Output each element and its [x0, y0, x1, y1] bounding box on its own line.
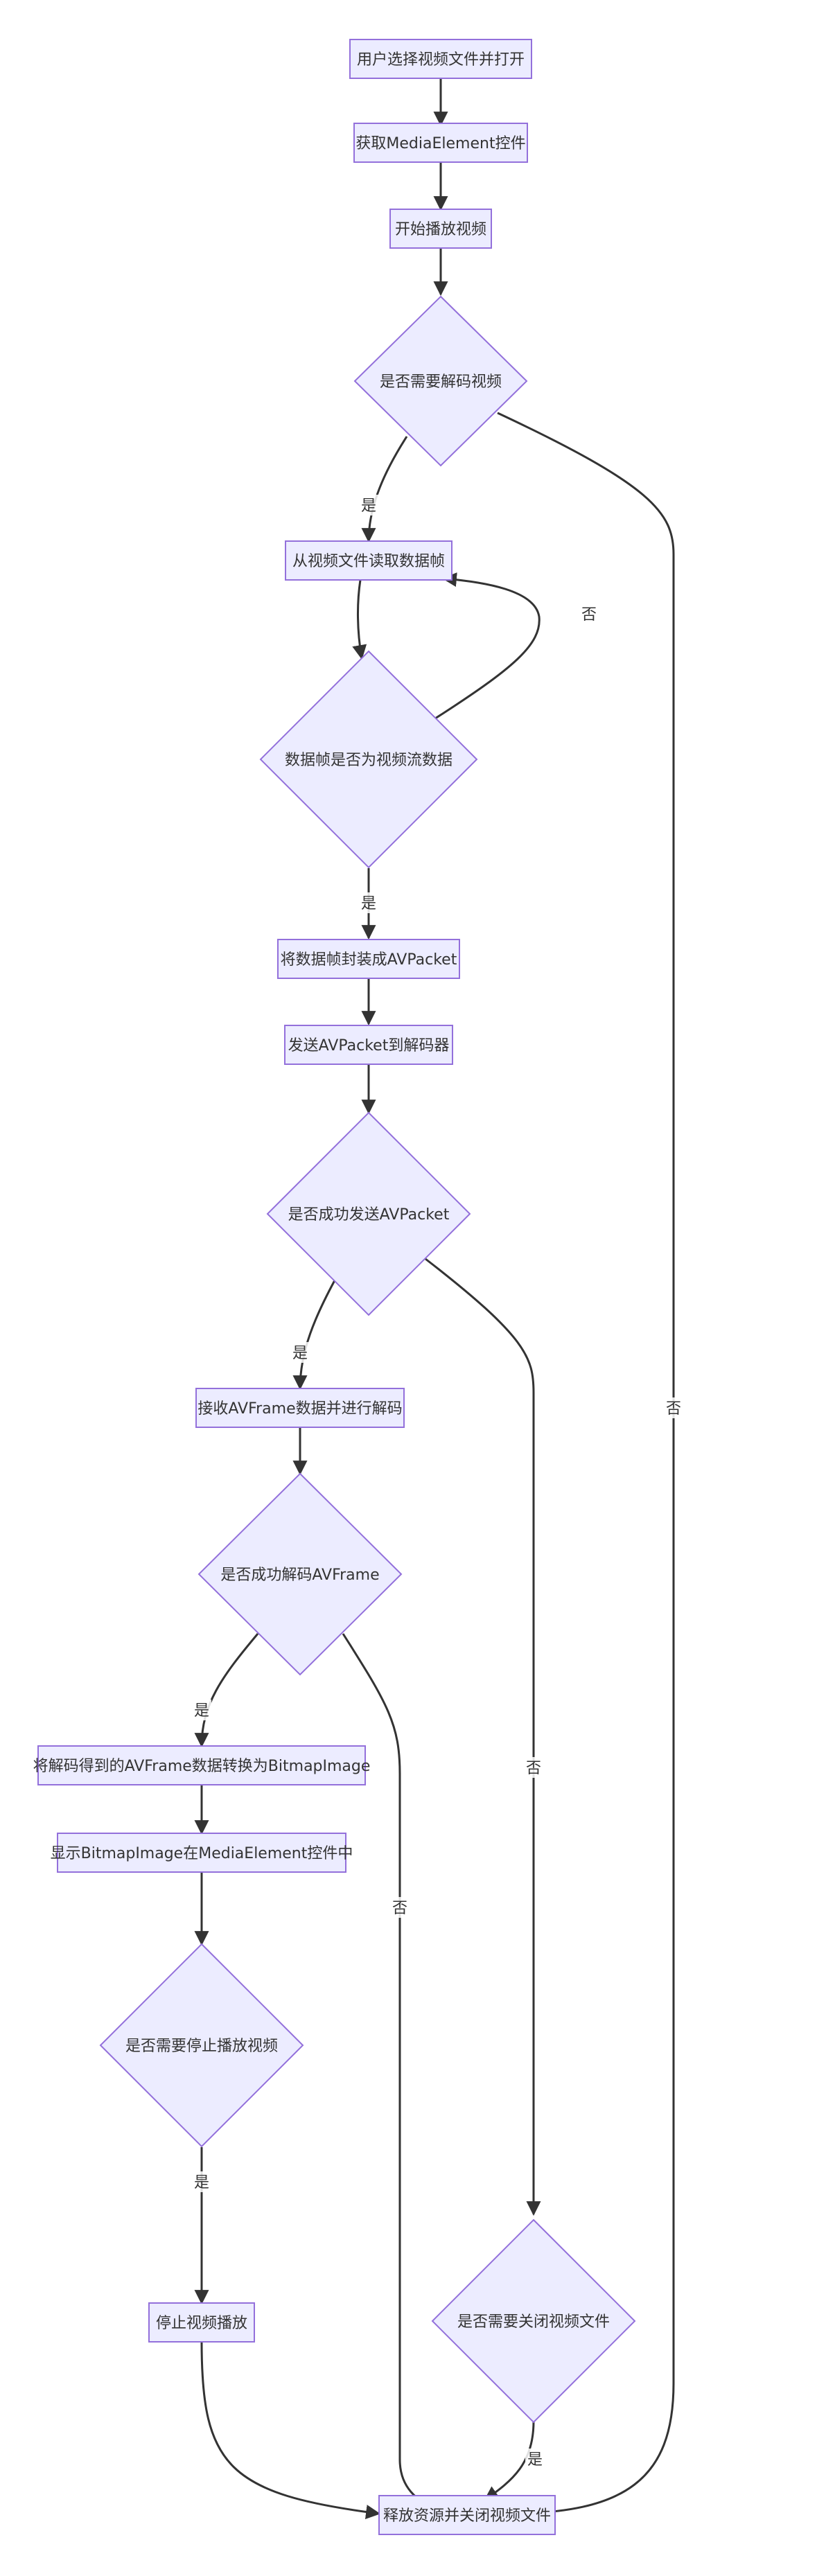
node-receive-avframe: 接收AVFrame数据并进行解码 — [195, 1388, 405, 1428]
node-read-frame-label: 从视频文件读取数据帧 — [292, 553, 445, 570]
node-need-decode-label: 是否需要解码视频 — [380, 373, 502, 391]
node-open-file-label: 用户选择视频文件并打开 — [357, 51, 525, 69]
label-decode-frame-yes: 是 — [194, 1702, 209, 1720]
edge-decode-frame-yes — [194, 1633, 259, 1748]
label-stream-yes: 是 — [361, 895, 376, 912]
edge-labels: 是 否 是 是 否 是 否 否 是 是 — [192, 495, 683, 2469]
label-decode-yes: 是 — [361, 497, 376, 515]
node-decode-success: 是否成功解码AVFrame — [197, 1472, 403, 1676]
nodes: 用户选择视频文件并打开 获取MediaElement控件 开始播放视频 从视频文… — [33, 39, 636, 2535]
node-send-success-label: 是否成功发送AVPacket — [288, 1206, 450, 1224]
label-close-yes: 是 — [527, 2451, 543, 2469]
node-need-close: 是否需要关闭视频文件 — [431, 2218, 636, 2424]
label-stream-no: 否 — [581, 606, 597, 624]
node-need-decode: 是否需要解码视频 — [353, 295, 528, 467]
edge-stop-to-release — [200, 2341, 381, 2519]
node-get-media-element-label: 获取MediaElement控件 — [355, 135, 525, 152]
node-show-bitmap-label: 显示BitmapImage在MediaElement控件中 — [51, 1845, 353, 1862]
label-send-yes: 是 — [292, 1345, 308, 1362]
node-need-close-label: 是否需要关闭视频文件 — [457, 2313, 610, 2331]
edge-decode-yes — [361, 436, 408, 543]
node-send-success: 是否成功发送AVPacket — [266, 1111, 471, 1316]
node-convert-bitmap-label: 将解码得到的AVFrame数据转换为BitmapImage — [33, 1758, 371, 1775]
node-is-video-stream: 数据帧是否为视频流数据 — [259, 650, 478, 869]
label-send-no: 否 — [526, 1760, 541, 1777]
node-receive-avframe-label: 接收AVFrame数据并进行解码 — [197, 1400, 402, 1418]
node-open-file: 用户选择视频文件并打开 — [349, 39, 532, 79]
edge-close-yes — [484, 2421, 535, 2501]
node-read-frame: 从视频文件读取数据帧 — [285, 540, 453, 581]
node-send-avpacket-label: 发送AVPacket到解码器 — [288, 1037, 450, 1055]
edge-send-yes — [292, 1280, 336, 1391]
node-convert-bitmap: 将解码得到的AVFrame数据转换为BitmapImage — [33, 1745, 371, 1785]
node-need-stop: 是否需要停止播放视频 — [99, 1943, 304, 2148]
label-decode-frame-no: 否 — [392, 1900, 407, 1917]
node-stop-play-label: 停止视频播放 — [156, 2315, 247, 2332]
node-decode-success-label: 是否成功解码AVFrame — [220, 1567, 379, 1584]
node-send-avpacket: 发送AVPacket到解码器 — [284, 1025, 453, 1065]
edge-read-to-stream — [352, 579, 367, 660]
node-start-play-label: 开始播放视频 — [395, 221, 486, 238]
node-stop-play: 停止视频播放 — [148, 2302, 255, 2343]
node-release: 释放资源并关闭视频文件 — [378, 2495, 556, 2535]
node-get-media-element: 获取MediaElement控件 — [353, 123, 528, 163]
node-pack-avpacket: 将数据帧封装成AVPacket — [277, 939, 460, 979]
edge-stream-no-loop — [434, 572, 541, 720]
node-pack-avpacket-label: 将数据帧封装成AVPacket — [281, 951, 457, 969]
label-stop-check-yes: 是 — [194, 2174, 209, 2191]
node-need-stop-label: 是否需要停止播放视频 — [125, 2038, 278, 2055]
node-release-label: 释放资源并关闭视频文件 — [383, 2507, 551, 2525]
node-start-play: 开始播放视频 — [389, 209, 492, 249]
node-show-bitmap: 显示BitmapImage在MediaElement控件中 — [51, 1833, 353, 1873]
label-decode-no: 否 — [666, 1400, 681, 1418]
node-is-video-stream-label: 数据帧是否为视频流数据 — [285, 752, 453, 769]
edge-decode-no — [497, 412, 675, 2521]
edge-send-no — [425, 1258, 541, 2216]
